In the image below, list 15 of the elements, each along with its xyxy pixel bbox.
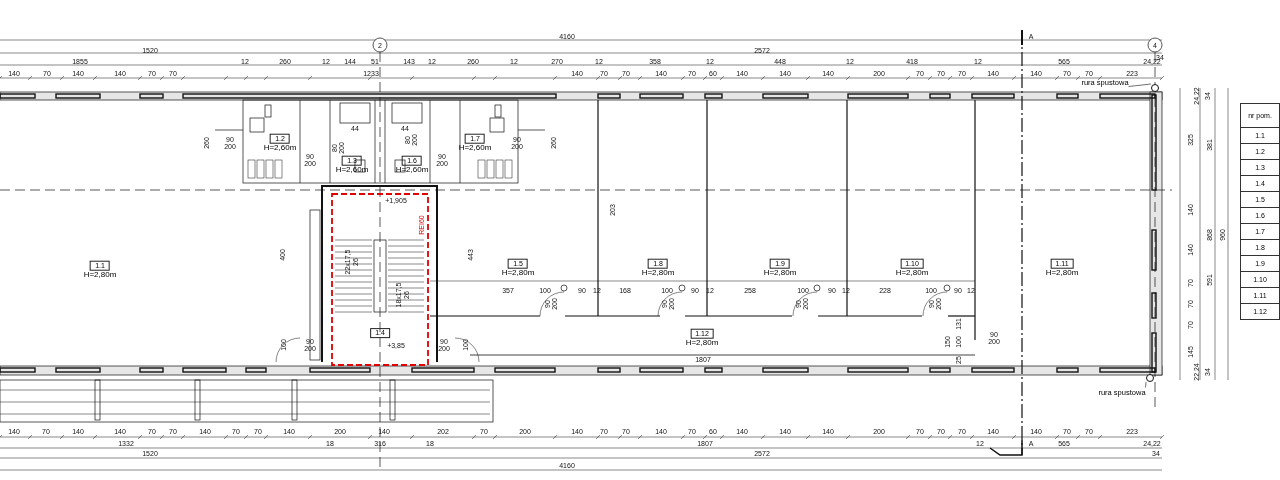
room-height: H=2,80m (895, 268, 929, 278)
leader-line (1128, 83, 1152, 87)
room-height: H=2,60m (263, 143, 297, 153)
leader-line (1145, 381, 1147, 388)
room-height: H=2,80m (685, 338, 719, 348)
room-height: H=2,80m (501, 268, 535, 278)
room-height: H=2,60m (395, 165, 429, 175)
room-height: H=2,60m (458, 143, 492, 153)
room-height: H=2,80m (763, 268, 797, 278)
room-height: H=2,60m (335, 165, 369, 175)
downpipe-circle (1146, 374, 1154, 382)
room-height: H=2,80m (83, 270, 117, 280)
room-height: H=2,80m (1045, 268, 1079, 278)
downpipe-circle (1151, 84, 1159, 92)
room-height: H=2,80m (641, 268, 675, 278)
